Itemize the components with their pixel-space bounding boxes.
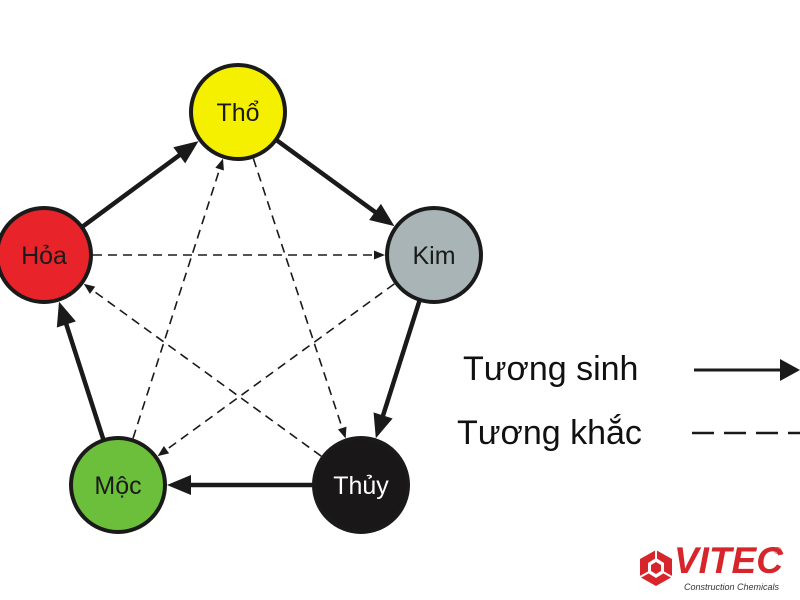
- node-kim-label: Kim: [412, 242, 455, 270]
- controlling-edge-moc-tho: [132, 166, 222, 439]
- controlling-arrowhead-hoa-kim: [374, 250, 385, 260]
- vitec-logo: VITEC ® Construction Chemicals: [626, 540, 800, 600]
- generating-arrowhead-hoa-tho: [173, 141, 199, 164]
- controlling-edge-kim-moc: [163, 283, 395, 453]
- generating-edge-hoa-tho: [81, 151, 184, 229]
- node-hoa-label: Hỏa: [21, 242, 67, 270]
- legend-controlling-label: Tương khắc: [457, 414, 642, 452]
- generating-arrowhead-tho-kim: [369, 203, 395, 227]
- generating-arrowhead-kim-thuy: [373, 412, 393, 439]
- controlling-arrowhead-kim-moc: [157, 446, 170, 457]
- node-kim-circle: [385, 206, 483, 304]
- node-tho-circle: [189, 63, 287, 161]
- generating-cycle-edges: [56, 138, 422, 495]
- legend: Tương sinh Tương khắc: [457, 350, 800, 452]
- vitec-logo-mark-icon: [639, 550, 673, 586]
- logo-name: VITEC: [674, 540, 783, 581]
- node-thuy: Thủy: [312, 436, 410, 534]
- legend-arrowhead-icon: [780, 359, 800, 381]
- node-hoa-circle: [0, 206, 93, 304]
- controlling-arrowhead-moc-tho: [215, 158, 224, 171]
- controlling-arrowhead-thuy-hoa: [83, 283, 96, 294]
- node-moc-circle: [69, 436, 167, 534]
- generating-arrowhead-moc-hoa: [56, 301, 76, 328]
- legend-generating-label: Tương sinh: [463, 350, 638, 388]
- node-hoa: Hỏa: [0, 206, 93, 304]
- controlling-cycle-edges: [83, 158, 395, 457]
- node-thuy-label: Thủy: [333, 472, 389, 500]
- controlling-edge-tho-thuy: [252, 158, 344, 432]
- node-kim: Kim: [385, 206, 483, 304]
- logo-tagline: Construction Chemicals: [684, 582, 780, 592]
- generating-edge-kim-thuy: [379, 300, 422, 420]
- controlling-arrowhead-tho-thuy: [337, 426, 347, 439]
- node-tho: Thổ: [189, 63, 287, 161]
- node-moc-label: Mộc: [94, 472, 141, 500]
- node-tho-label: Thổ: [216, 99, 259, 127]
- generating-edge-tho-kim: [275, 138, 380, 217]
- node-moc: Mộc: [69, 436, 167, 534]
- logo-registered-mark: ®: [774, 546, 782, 557]
- generating-edge-moc-hoa: [62, 319, 106, 440]
- generating-arrowhead-thuy-moc: [167, 475, 191, 495]
- node-thuy-circle: [312, 436, 410, 534]
- controlling-edge-thuy-hoa: [89, 287, 322, 457]
